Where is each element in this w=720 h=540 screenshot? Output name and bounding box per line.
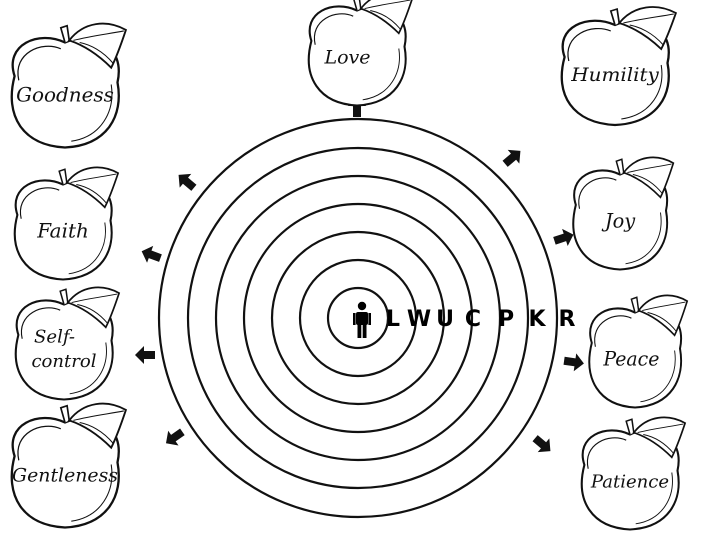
fruit-label-faith: Faith <box>36 219 89 243</box>
ring-1 <box>326 286 390 350</box>
fruit-faith: Faith <box>13 166 120 281</box>
arrow-humility <box>502 149 521 167</box>
fruit-goodness: Goodness <box>10 22 128 149</box>
fruit-label-self-control-line1: Self- <box>34 327 75 348</box>
ring-5 <box>214 174 502 462</box>
fruit-humility: Humility <box>560 5 678 127</box>
ring-letter-r: R <box>559 307 576 332</box>
arrow-peace <box>563 353 584 372</box>
arrow-self-control <box>135 346 155 364</box>
arrow-goodness <box>178 173 197 191</box>
ring-letter-c: C <box>465 307 481 332</box>
fruit-label-gentleness: Gentleness <box>12 464 118 486</box>
fruit-label-love: Love <box>323 47 370 69</box>
ring-letter-p: P <box>498 307 514 332</box>
fruit-peace: Peace <box>588 294 689 409</box>
ring-letter-w: W <box>407 307 431 332</box>
arrow-gentleness <box>165 428 185 446</box>
arrow-patience <box>532 435 551 453</box>
arrow-joy <box>553 228 574 246</box>
fruit-gentleness: Gentleness <box>10 402 128 529</box>
fruit-joy: Joy <box>572 156 675 271</box>
ring-3 <box>270 230 446 406</box>
person-icon <box>353 301 371 338</box>
concentric-rings <box>157 117 559 519</box>
fruit-label-humility: Humility <box>570 63 660 85</box>
arrow-faith <box>141 245 162 263</box>
ring-letter-u: U <box>436 307 454 332</box>
ring-7 <box>157 117 559 519</box>
fruit-label-goodness: Goodness <box>16 82 114 106</box>
fruit-label-patience: Patience <box>590 472 669 493</box>
fruit-label-joy: Joy <box>601 209 636 232</box>
fruit-self-control: Self- control <box>14 286 121 401</box>
ring-4 <box>242 202 474 434</box>
ring-letter-k: K <box>528 307 546 332</box>
fruit-label-peace: Peace <box>602 347 659 371</box>
ring-letters: L W U C P K R <box>386 307 576 332</box>
fruit-patience: Patience <box>580 416 687 531</box>
ring-2 <box>298 258 418 378</box>
ring-letter-l: L <box>386 307 400 332</box>
fruit-label-self-control-line2: control <box>31 351 96 372</box>
ring-6 <box>186 146 530 490</box>
fruit-love: Love <box>307 0 414 107</box>
